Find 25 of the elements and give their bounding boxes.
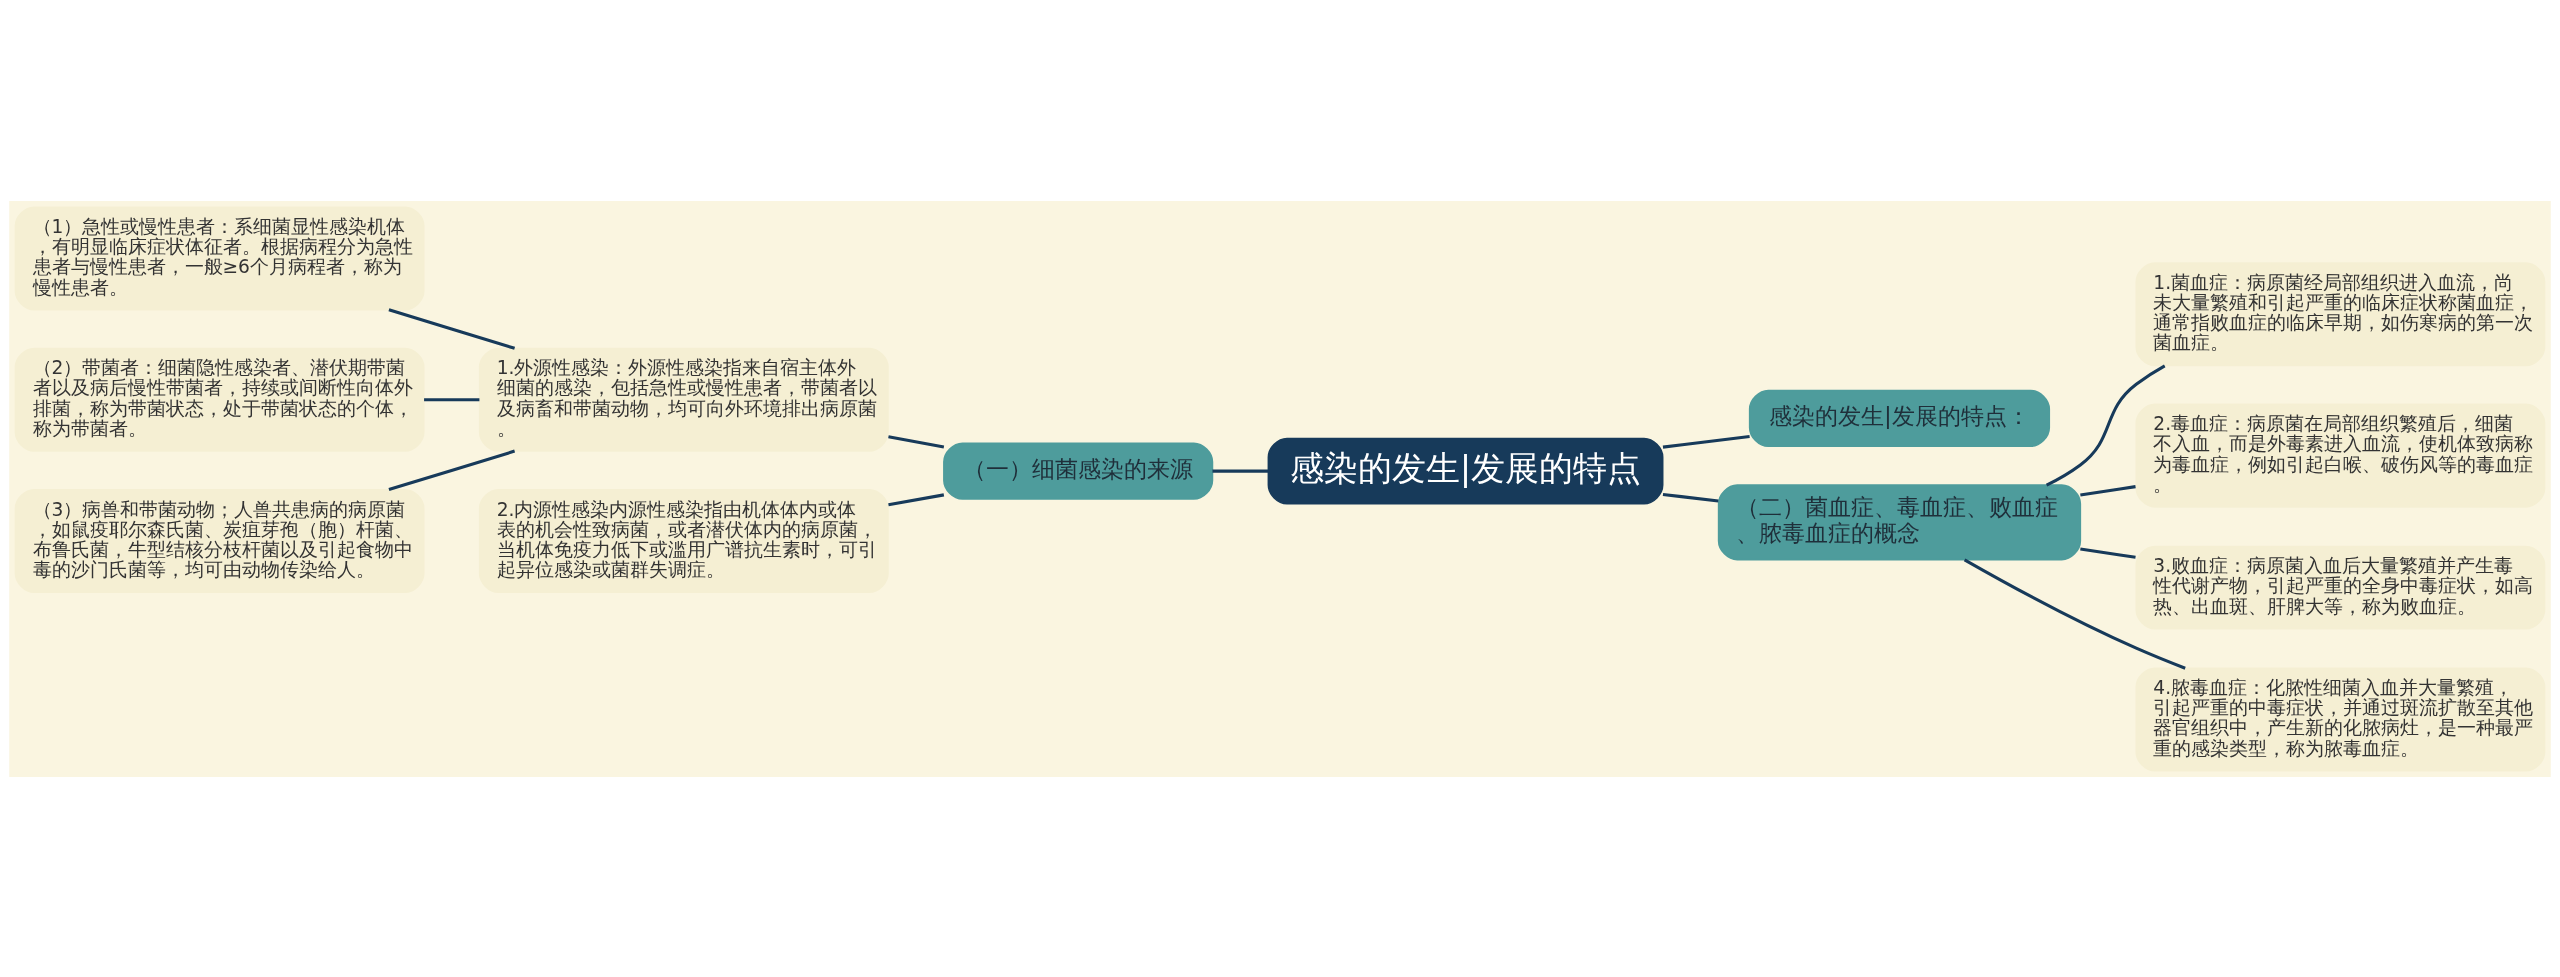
node-box: （1）急性或慢性患者：系细菌显性感染机体，有明显临床症状体征者。根据病程分为急性患者与慢性患者，一般≥6个月病程者，称为慢性患者。: [14, 205, 425, 310]
node-box: 感染的发生|发展的特点：: [1748, 389, 2051, 447]
connector: [2080, 484, 2136, 497]
connector: [888, 434, 945, 448]
connector: [1662, 434, 1750, 449]
node-box: （3）病兽和带菌动物；人兽共患病的病原菌，如鼠疫耶尔森氏菌、炭疽芽孢（胞）杆菌、布鲁氏菌，牛型结核分枝杆菌以及引起食物中毒的沙门氏菌等，均可由动物传染给人。: [14, 488, 425, 593]
node-box: 1.菌血症：病原菌经局部组织进入血流，尚未大量繁殖和引起严重的临床症状称菌血症，通常指败血症的临床早期，如伤寒病的第一次菌血症。: [2135, 261, 2546, 366]
node-box: 2.毒血症：病原菌在局部组织繁殖后，细菌不入血，而是外毒素进入血流，使机体致病称为毒血症，例如引起白喉、破伤风等的毒血症。: [2135, 403, 2546, 508]
connector: [1212, 469, 1269, 473]
connector: [888, 492, 945, 506]
connector: [2080, 547, 2136, 559]
connector: [1963, 557, 2186, 670]
node-box: 感染的发生|发展的特点: [1267, 437, 1664, 505]
node-box: （一）细菌感染的来源: [943, 441, 1214, 500]
connector: [388, 307, 516, 350]
connector: [1662, 492, 1719, 503]
node-box: 2.内源性感染内源性感染指由机体体内或体表的机会性致病菌，或者潜伏体内的病原菌，当机体免疫力低下或滥用广谱抗生素时，可引起异位感染或菌群失调症。: [478, 488, 889, 593]
node-box: （2）带菌者：细菌隐性感染者、潜伏期带菌者以及病后慢性带菌者，持续或间断性向体外排菌，称为带菌状态，处于带菌状态的个体，称为带菌者。: [14, 347, 425, 452]
node-box: 3.败血症：病原菌入血后大量繁殖并产生毒性代谢产物，引起严重的全身中毒症状，如高热、出血斑、肝脾大等，称为败血症。: [2135, 545, 2546, 629]
connector: [424, 397, 480, 401]
node-box: （二）菌血症、毒血症、败血症、脓毒血症的概念: [1717, 483, 2082, 560]
connector: [2045, 363, 2166, 486]
node-box: 4.脓毒血症：化脓性细菌入血并大量繁殖，引起严重的中毒症状，并通过斑流扩散至其他器官组织中，产生新的化脓病灶，是一种最严重的感染类型，称为脓毒血症。: [2135, 667, 2546, 772]
node-box: 1.外源性感染：外源性感染指来自宿主体外细菌的感染，包括急性或慢性患者，带菌者以及病畜和带菌动物，均可向外环境排出病原菌。: [478, 347, 889, 452]
connector: [388, 449, 516, 491]
